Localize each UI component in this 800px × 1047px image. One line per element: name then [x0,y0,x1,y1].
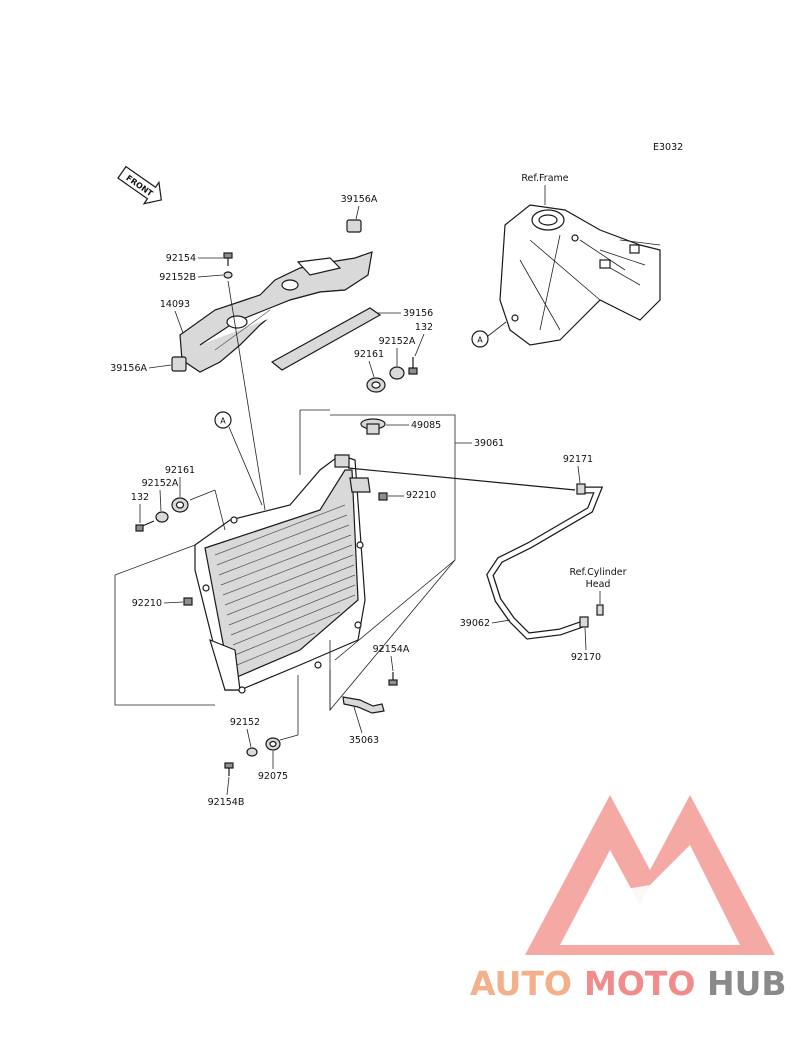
logo-word-part3: HUB [707,964,787,1003]
upper-cover-14093 [179,251,373,373]
label-92154: 92154 [166,253,196,264]
label-92170: 92170 [571,652,601,663]
fitting-92170 [579,604,604,628]
bolt-132-top [408,357,418,375]
logo-word-part2: MOTO [584,964,695,1003]
label-92152: 92152 [230,717,260,728]
bolt-92154A [388,672,398,686]
label-132-top: 132 [415,322,433,333]
label-35063: 35063 [349,735,379,746]
logo-triangle-icon [525,795,775,955]
label-92152B: 92152B [159,272,196,283]
label-39061: 39061 [474,438,504,449]
hose-39062 [486,486,604,640]
label-92171: 92171 [563,454,593,465]
label-49085: 49085 [411,420,441,431]
ref-cylinder-head-label-2: Head [586,579,611,590]
ref-cylinder-head-label-1: Ref.Cylinder [569,567,626,578]
bolt-92154B [224,762,234,776]
label-39062: 39062 [460,618,490,629]
label-92154A: 92154A [373,644,410,655]
label-39156A-top: 39156A [341,194,378,205]
rubber-pad-39156A-top [346,219,362,233]
collar-92152A-left [155,511,169,523]
label-132-left: 132 [131,492,149,503]
bolt-132-left [135,520,155,532]
long-pad-39156 [270,307,382,371]
washer-92152B [223,271,233,279]
hose-35063 [342,696,385,714]
clip-92210-right [378,492,388,501]
label-39156A-left: 39156A [110,363,147,374]
label-92210-left: 92210 [132,598,162,609]
automotohub-logo: AUTO MOTO HUB [470,795,787,1003]
label-92154B: 92154B [208,797,245,808]
ref-marker-frame-label: A [477,336,483,345]
label-39156: 39156 [403,308,433,319]
label-92152A-top: 92152A [379,336,416,347]
ref-marker-frame [471,330,489,348]
label-92210-right: 92210 [406,490,436,501]
label-92152A-left: 92152A [142,478,179,489]
bolt-92154 [223,252,233,266]
clamp-92171 [576,483,586,495]
front-arrow-icon: FRONT [117,165,162,205]
label-92161-top: 92161 [354,349,384,360]
washer-92152 [246,747,258,757]
label-92161-left: 92161 [165,465,195,476]
diagram-code: E3032 [653,142,683,153]
ref-marker-radiator-label: A [220,417,226,426]
logo-word-part1: AUTO [470,964,572,1003]
radiator-39061 [194,454,576,694]
clip-92210-left [183,597,193,606]
label-92075: 92075 [258,771,288,782]
label-14093: 14093 [160,299,190,310]
frame-section-illustration [499,204,661,346]
rubber-pad-39156A-left [171,356,187,372]
ref-marker-radiator [214,411,232,429]
ref-frame-label: Ref.Frame [521,173,568,184]
collar-92152A-top [389,366,405,380]
radiator-cap-49085 [360,418,386,435]
